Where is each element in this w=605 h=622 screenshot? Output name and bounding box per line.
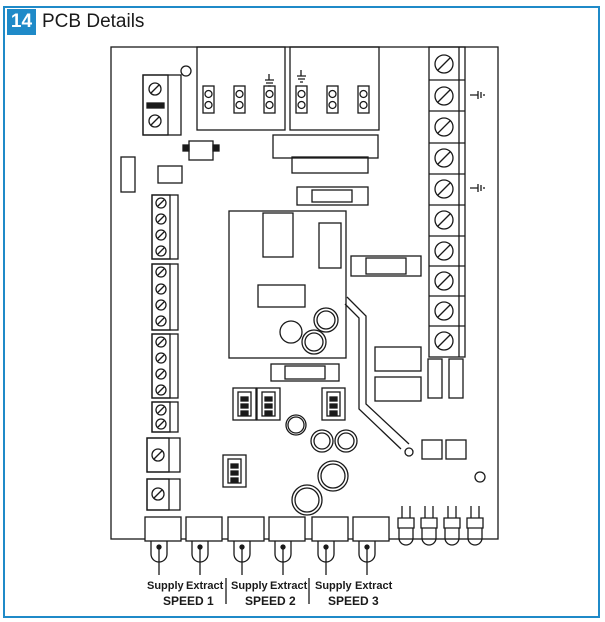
speed2-extract-label: Extract xyxy=(270,580,308,592)
relay xyxy=(374,346,422,372)
section-number: 14 xyxy=(7,9,36,35)
speed3-supply-connector xyxy=(311,516,349,575)
speed1-extract-connector xyxy=(185,516,223,575)
capacitor-inner xyxy=(313,432,331,450)
connector-3pin xyxy=(321,387,346,421)
transformer-base xyxy=(291,156,369,174)
speed1-label: SPEED 1 xyxy=(163,594,214,608)
capacitor xyxy=(310,429,334,453)
terminal-strip-right xyxy=(428,46,466,358)
component xyxy=(421,439,443,460)
terminal-block-1way-b xyxy=(146,478,181,511)
speed1-extract-label: Extract xyxy=(186,580,224,592)
capacitor xyxy=(317,460,349,492)
capacitor xyxy=(120,156,136,193)
connector-3pin xyxy=(232,387,257,421)
pcb-trace xyxy=(344,303,402,450)
earth-symbol-icon xyxy=(470,184,485,192)
relay xyxy=(374,376,422,402)
terminal-block-4way-2 xyxy=(151,263,179,331)
speed3-extract-label: Extract xyxy=(355,580,393,592)
pcb-trace xyxy=(346,296,410,445)
speed2-extract-connector xyxy=(268,516,306,575)
speed2-supply-connector xyxy=(227,516,265,575)
terminal-2way-top xyxy=(142,74,182,136)
mounting-hole xyxy=(474,471,486,483)
fuse-top xyxy=(296,186,369,206)
jumper-block-right xyxy=(289,46,380,131)
terminal-block-4way-1 xyxy=(151,194,179,260)
speed3-extract-connector xyxy=(352,516,390,575)
header-pins xyxy=(397,506,484,546)
terminal-block-2way-left xyxy=(151,401,179,433)
mounting-hole xyxy=(180,65,192,77)
capacitor-inner xyxy=(337,432,355,450)
control-module xyxy=(228,210,347,359)
terminal-block-1way-a xyxy=(146,437,181,473)
connector-3pin xyxy=(256,387,281,421)
capacitor-inner xyxy=(294,487,320,513)
capacitor xyxy=(448,358,464,399)
earth-symbol-icon xyxy=(297,70,306,83)
capacitor-inner xyxy=(320,463,346,489)
earth-symbol-icon xyxy=(265,74,274,87)
speed3-label: SPEED 3 xyxy=(328,594,379,608)
earth-symbol-icon xyxy=(470,91,485,99)
fuse-middle xyxy=(350,255,422,277)
component xyxy=(445,439,467,460)
capacitor-inner xyxy=(287,416,305,434)
speed1-supply-connector xyxy=(144,516,182,575)
speed1-supply-label: Supply xyxy=(147,580,185,592)
speed2-supply-label: Supply xyxy=(231,580,269,592)
capacitor xyxy=(427,358,443,399)
connector-3pin xyxy=(222,454,247,488)
pcb-pad xyxy=(404,447,414,457)
transformer xyxy=(272,134,379,159)
capacitor xyxy=(334,429,358,453)
capacitor xyxy=(291,484,323,516)
component xyxy=(157,165,183,184)
terminal-block-4way-3 xyxy=(151,333,179,399)
capacitor xyxy=(285,414,307,436)
fuse-lower xyxy=(270,363,340,382)
jumper-block-left xyxy=(196,46,286,131)
speed2-label: SPEED 2 xyxy=(245,594,296,608)
section-title: PCB Details xyxy=(42,11,145,32)
transistor xyxy=(182,140,220,161)
speed3-supply-label: Supply xyxy=(315,580,353,592)
